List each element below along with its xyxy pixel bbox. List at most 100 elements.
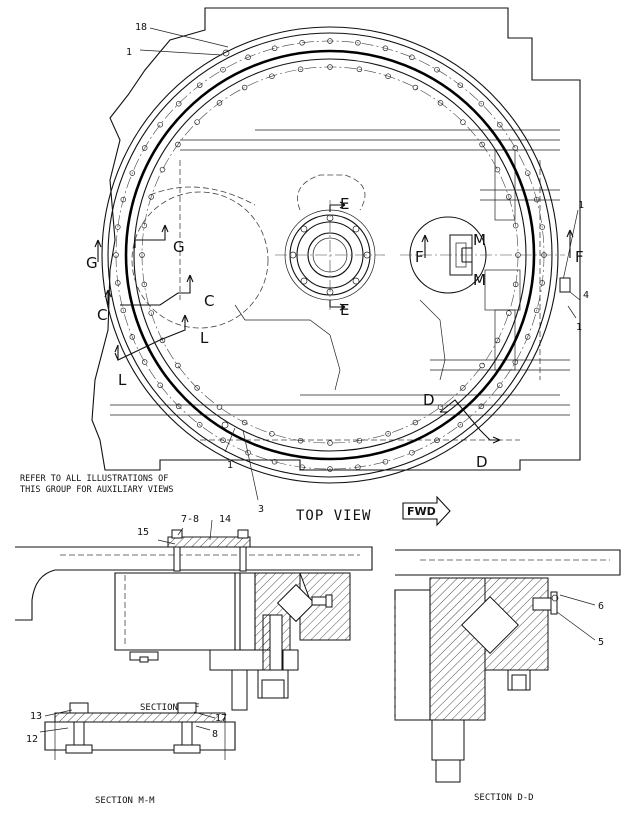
caption-section-mm: SECTION M-M — [95, 796, 155, 806]
note-line-1: REFER TO ALL ILLUSTRATIONS OF — [20, 474, 168, 484]
leader-lines — [139, 27, 581, 501]
bolt-hole — [385, 73, 391, 79]
mm-bolt-left-head — [69, 702, 89, 714]
callout-18: 18 — [135, 22, 147, 33]
bolt-hole — [494, 337, 501, 344]
bolt-hole — [478, 100, 485, 107]
bolt-hole — [194, 119, 200, 125]
section-letter-f-left: F — [415, 248, 424, 266]
bolt-hole — [434, 437, 440, 444]
top-view: 18 1 1 4 1 1 3 E E M M F F G G C C L L D… — [20, 7, 589, 527]
bolt-hole — [139, 252, 145, 258]
bolt-hole — [175, 403, 182, 410]
bolt-hole — [141, 281, 148, 288]
mm-cover — [54, 712, 226, 723]
callout-5: 5 — [598, 637, 604, 648]
bolt-hole — [524, 170, 531, 176]
right-motor-detail — [400, 216, 565, 311]
bolt-hole — [120, 196, 127, 203]
section-letter-l-right: L — [200, 329, 209, 347]
section-letter-m-bottom: M — [473, 271, 486, 289]
mm-bolt-right-head — [177, 702, 197, 714]
bolt-hole — [412, 419, 419, 426]
bolt-hole — [271, 45, 278, 52]
bolt-hole — [299, 40, 305, 46]
bolt-hole — [512, 222, 519, 229]
bolt-hole — [512, 359, 519, 365]
section-letter-d-bottom: D — [476, 453, 488, 471]
section-markers — [94, 201, 574, 444]
bolt-hole — [299, 464, 305, 470]
caption-section-dd: SECTION D-D — [474, 793, 534, 803]
bolt-hole — [533, 196, 540, 203]
callout-3: 3 — [258, 504, 264, 515]
caption-section-ff: SECTION F-F — [140, 703, 200, 713]
dd-upper-body — [394, 589, 431, 721]
bolt-hole — [533, 307, 540, 314]
bolt-hole — [113, 252, 119, 258]
bolt-hole — [129, 170, 136, 176]
left-housing-arc — [149, 186, 256, 206]
bearing-inner-bolt-circle — [141, 66, 519, 444]
bolt-hole — [269, 73, 275, 79]
frame-web-center — [234, 299, 446, 391]
bolt-hole — [355, 464, 361, 470]
bearing-outer-ring — [101, 26, 559, 484]
section-d-d: 6 5 SECTION D-D — [394, 549, 621, 803]
callout-17: 17 — [215, 713, 227, 724]
bolt-hole — [382, 458, 389, 465]
bolt-hole — [356, 437, 363, 444]
bolt-hole — [409, 449, 415, 456]
bolt-hole — [479, 362, 485, 369]
bolt-hole — [457, 82, 464, 88]
bolt-hole — [356, 66, 363, 73]
bolt-hole — [409, 54, 415, 61]
callout-13: 13 — [30, 711, 42, 722]
bolt-hole — [497, 121, 503, 128]
fwd-arrow: FWD — [402, 495, 451, 527]
callout-8: 8 — [212, 729, 218, 740]
section-letter-c-left: C — [97, 306, 107, 324]
callout-1-right-top: 1 — [578, 200, 584, 211]
bolt-hole — [194, 385, 200, 391]
bolt-hole — [539, 224, 545, 230]
bolt-hole — [437, 404, 444, 410]
callout-12: 12 — [26, 734, 38, 745]
bolt-hole — [512, 145, 519, 151]
section-letter-e-bottom: E — [340, 301, 349, 319]
bolt-hole — [460, 385, 466, 391]
bolt-hole — [141, 359, 148, 365]
bearing-inner-ring — [124, 49, 536, 461]
section-m-m: 13 12 17 8 SECTION M-M — [26, 702, 236, 806]
bolt-hole — [382, 45, 389, 52]
section-letter-g-left: G — [86, 254, 98, 272]
bolt-hole — [412, 84, 419, 91]
bolt-hole — [269, 431, 275, 437]
section-f-f: 15 7-8 14 SECTION F-F — [15, 514, 373, 713]
bolt-hole — [129, 334, 136, 340]
bolt-hole — [355, 40, 361, 46]
bolt-hole — [159, 166, 166, 173]
fwd-label: FWD — [407, 505, 436, 518]
callout-6: 6 — [598, 601, 604, 612]
bolt-hole — [506, 310, 512, 316]
callout-1-right-bot: 1 — [576, 322, 582, 333]
bolt-hole — [512, 281, 519, 288]
bolt-hole — [478, 403, 485, 410]
ff-housing — [114, 572, 256, 651]
bolt-hole — [175, 141, 181, 148]
bolt-hole — [506, 194, 512, 200]
callout-1-top: 1 — [126, 47, 132, 58]
callout-15: 15 — [137, 527, 149, 538]
section-letter-c-right: C — [204, 292, 214, 310]
bolt-hole — [115, 280, 121, 286]
bolt-hole — [327, 64, 333, 70]
bolt-hole — [141, 222, 148, 229]
callout-4: 4 — [583, 290, 589, 301]
bolt-hole — [216, 100, 223, 106]
frame-outline — [91, 7, 581, 471]
bolt-hole — [437, 100, 444, 106]
bolt-hole — [479, 141, 485, 148]
callout-1-bottom: 1 — [227, 460, 233, 471]
